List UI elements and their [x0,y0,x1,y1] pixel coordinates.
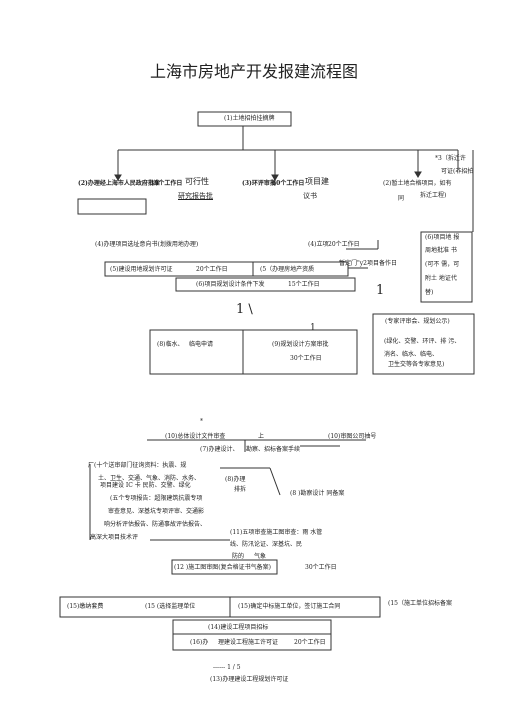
step-project-bidding: (14)建设工程项目招标 [208,624,269,631]
step-land-approval-4: 附土 地证代 [425,275,457,282]
step-planning-scheme-days: 30个工作日 [290,355,322,362]
review-line-3: 防的 [232,553,245,560]
step-construction-permit-days: 20个工作日 [294,639,326,646]
step-construction-drawing-review: (12 )施工图审图(复合格证书气备案) [174,564,271,571]
expert-review-line-3: 卫生交等各专家意见) [388,361,445,368]
mark-one: 1 [376,283,385,298]
step-land-approval-5: 替) [425,289,434,296]
step-government-approval-days: 30个工作日 [150,180,183,187]
step-land-use-permit-days: 20个工作日 [196,266,228,273]
review-line-4: 气象 [254,553,267,560]
step-real-estate-qualification: (5（办理房地产资质 [260,266,315,273]
step-contractor-bidding-filing: (15（施工单位招标备案 [388,600,452,607]
page-marker: ------ 1 / 5 [213,664,241,671]
consult-line-4: (五个专项报告：超限建筑抗震专项 [110,495,203,502]
mark-one-small: 1 [310,323,316,333]
step-demolition-permit-1: *3（拆迁许 [435,155,466,162]
step-planning-conditions: (6)项目规划设计条件下发 [196,281,265,288]
consult-line-2: 土、卫生、交通、气象、消防、水务、 [98,475,201,482]
step-site-selection: (4)办理项目选址意向书(划拨用地办理) [95,241,199,248]
step-land-approval-1: (6)项目地 报 [425,234,460,241]
step-planning-permit: (13)办理建设工程规划许可证 [210,676,289,683]
step-temp-water: (8)临水、 [157,341,184,348]
step-planning-scheme: (9)规划设计方案审批 [272,341,329,348]
consult-line-3: 项目建设 IC 卡 民防、交警、绿化 [100,482,191,489]
consult-line-3c: 排拆 [234,486,247,493]
step-land-approval-2: 周地批准 书 [425,247,457,254]
step-government-approval: (2)办理经上海市人民政府批准 [78,180,160,187]
step-environmental-days: 60个工作日 [272,180,305,187]
step-select-supervisor: (15 (选择监理单位 [145,603,196,610]
step-pay-fees: (15)缴纳套费 [67,603,104,610]
step-design-review: (10)总体设计文件审查 [165,433,226,440]
consult-line-1: 厂(十个送审部门征询资料：执震、规 [88,462,187,469]
step-project-proposal: 项目建 [305,177,329,186]
step-survey-design-filing: (8 )勘察设计 同备案 [290,490,345,497]
step-construction-drawing-days: 30个工作日 [305,564,337,571]
consult-line-6: 响分析评估报告、防通事故评估报告、 [104,521,207,528]
mark-star: * [200,418,203,425]
expert-review-title: (专家评审会、规划公示) [385,318,450,325]
consult-line-3b: (8)办理 [225,476,246,483]
step-construction-permit: (16)办 [190,639,209,646]
step-land-use-permit: (5)建设用地规划许可证 [110,266,173,273]
step-project-proposal-book: 议书 [303,192,317,200]
step-land-auction: (1)土地招拍挂摘牌 [224,115,275,122]
step-design-review-mid: 上 [258,433,265,440]
step-project-approval: (4)立项 [308,241,329,248]
review-line-1: (11)五项审查施工图审查：雨 水管 [230,529,323,536]
step-temp-power: 临电申请 [189,341,214,348]
step-feasibility: 可行性 [185,177,209,186]
step-project-approval-days: 20个工作日 [328,241,360,248]
step-design-filing: (7)办建设计、 [200,446,239,453]
step-environmental-approval: (3)环评审批 [242,180,276,187]
mark-slash: 1 \ [236,302,253,317]
consult-line-7: 高深大项目技术评 [90,534,139,541]
page-title: 上海市房地产开发报建流程图 [150,62,359,81]
step-construction-permit-mid: 理建设工程施工许可证 [218,639,279,646]
step-land-approval-3: (可不 需，可 [425,261,460,268]
step-demolition-permit-2: 可证(非招拍 [441,168,474,175]
step-temporary-filing: 暂定门"y2项目备作日 [339,260,397,267]
expert-review-line-1: (绿化、交警、环评、排 污、 [384,338,461,345]
review-line-2: 线、防汛论证、深基坑、民 [230,541,303,548]
consult-line-5: 审查意见、深基坑专项评审、交通影 [108,508,205,515]
step-demolition-project: 拆迁工程) [420,192,447,199]
step-temporary-land: (2)暂土地合格项目，如有 [383,180,452,187]
step-review-company: (10)审图公司抽号 [328,433,377,440]
step-select-contractor: (15)确定中标施工单位，签订施工合同 [238,603,341,610]
expert-review-line-2: 消名、临水、临电、 [384,351,439,358]
step-feasibility-report: 研究报告批 [178,192,213,200]
step-planning-conditions-days: 15个工作日 [288,281,320,288]
step-temporary-land-tail: 同 [398,195,405,202]
step-design-filing-b: 勘察、招标备案手续 [246,446,301,453]
